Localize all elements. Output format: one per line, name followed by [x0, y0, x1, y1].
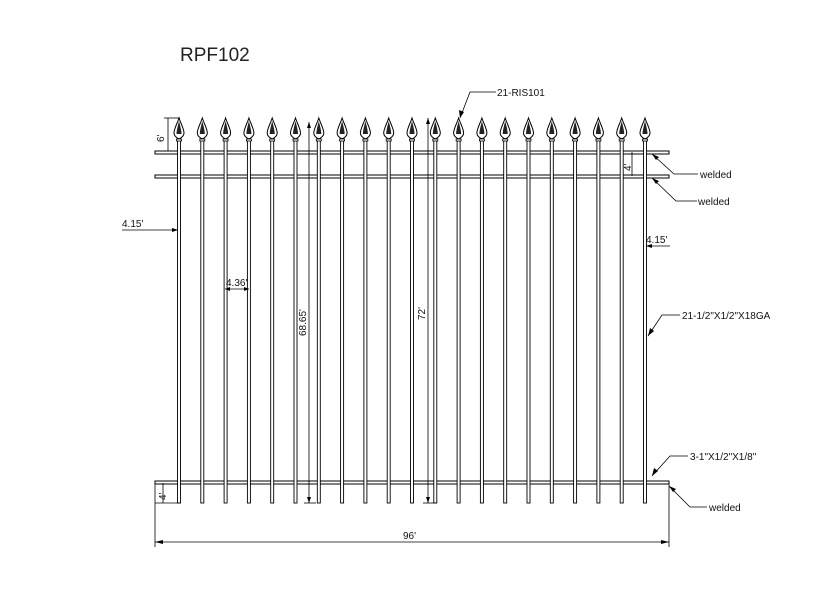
picket [453, 116, 465, 504]
callout-rail-spec: 3-1"X1/2"X1/8" [651, 452, 757, 477]
dim-left-offset-label: 4.15' [122, 219, 143, 230]
rail-spec-label: 3-1"X1/2"X1/8" [690, 452, 757, 463]
picket [522, 116, 535, 504]
dim-total-height: 72' [417, 118, 436, 504]
picket [289, 116, 302, 504]
picket [336, 116, 348, 504]
picket [639, 116, 651, 504]
picket [616, 116, 628, 504]
callout-picket-spec: 21-1/2"X1/2"X18GA [647, 311, 771, 337]
dim-finial: 6' [156, 117, 180, 151]
callout-welded-top-1: welded [651, 153, 732, 181]
pickets [173, 116, 651, 504]
picket [592, 116, 604, 504]
picket [313, 116, 325, 504]
dim-right-offset: 4.15' [646, 235, 670, 248]
dim-bottom-gap: 4' [155, 483, 180, 504]
picket [383, 116, 395, 504]
dim-width-label: 96' [403, 531, 416, 542]
dim-spacing-label: 4.36' [226, 278, 247, 289]
dim-left-offset: 4.15' [122, 219, 178, 232]
welded-top-1-label: welded [699, 170, 732, 181]
picket [499, 116, 511, 504]
drawing-title: RPF102 [180, 45, 250, 66]
dim-rail-gap: 4' [623, 152, 634, 176]
dim-width: 96' [154, 484, 670, 547]
dim-bottom-gap-label: 4' [158, 492, 169, 500]
callout-welded-bottom: welded [668, 485, 741, 514]
welded-bottom-label: welded [708, 503, 741, 514]
dim-right-offset-label: 4.15' [646, 235, 667, 246]
dim-picket-height: 68.65' [298, 122, 316, 504]
picket [196, 116, 208, 504]
picket [476, 116, 488, 504]
picket-spec-label: 21-1/2"X1/2"X18GA [682, 311, 771, 322]
picket [266, 116, 278, 504]
callout-finial: 21-RIS101 [459, 88, 545, 119]
picket [406, 116, 418, 504]
welded-top-2-label: welded [697, 197, 730, 208]
picket [220, 116, 232, 504]
callout-welded-top-2: welded [651, 177, 730, 208]
picket [243, 116, 255, 504]
dim-picket-height-label: 68.65' [298, 309, 309, 336]
dim-rail-gap-label: 4' [623, 163, 634, 171]
dim-finial-label: 6' [156, 134, 167, 142]
dim-spacing: 4.36' [225, 278, 249, 291]
picket [569, 116, 581, 504]
callout-finial-label: 21-RIS101 [497, 88, 545, 99]
dim-total-height-label: 72' [417, 307, 428, 320]
picket [546, 116, 558, 504]
picket [359, 116, 371, 504]
